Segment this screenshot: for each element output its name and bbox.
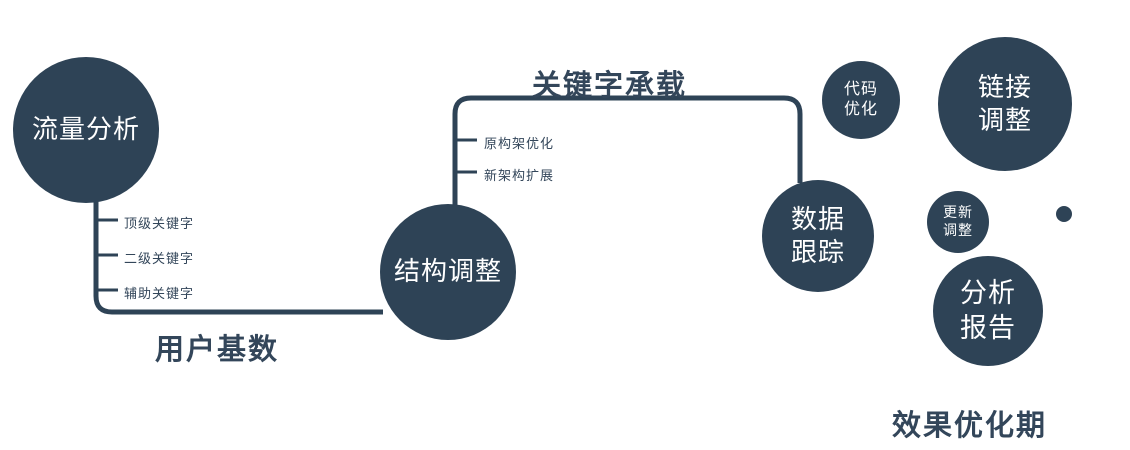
caption-effect-optimization-period: 效果优化期 [892,410,1048,442]
node-update-adjustment-label: 更新 调整 [943,204,973,238]
branch-label-secondary-keywords: 二级关键字 [124,251,195,266]
node-traffic-analysis-label: 流量分析 [31,114,140,145]
node-data-tracking: 数据 跟踪 [762,180,874,292]
node-analysis-report: 分析 报告 [933,256,1043,366]
edge-label-keyword-carrying: 关键字承载 [532,70,688,102]
branch-label-new-architecture: 新架构扩展 [484,168,555,183]
node-analysis-report-label: 分析 报告 [960,278,1016,343]
node-code-optimization-label: 代码 优化 [843,80,878,118]
connector-structure-to-data [452,95,803,206]
node-link-adjustment: 链接 调整 [938,37,1072,171]
bullet-dot [1056,206,1072,222]
tick-marks-traffic [96,218,118,292]
node-update-adjustment: 更新 调整 [927,191,989,253]
node-structure-adjustment-label: 结构调整 [393,256,502,287]
connector-traffic-to-structure [93,194,383,315]
branch-label-auxiliary-keywords: 辅助关键字 [124,286,195,301]
node-traffic-analysis: 流量分析 [13,57,159,203]
node-structure-adjustment: 结构调整 [380,204,516,340]
branch-label-top-keywords: 顶级关键字 [124,216,195,231]
node-data-tracking-label: 数据 跟踪 [790,203,845,267]
tick-marks-structure [455,138,477,174]
branch-label-original-architecture: 原构架优化 [484,136,555,151]
node-link-adjustment-label: 链接 调整 [977,71,1032,135]
edge-label-user-base: 用户基数 [155,334,280,366]
node-code-optimization: 代码 优化 [822,61,900,139]
